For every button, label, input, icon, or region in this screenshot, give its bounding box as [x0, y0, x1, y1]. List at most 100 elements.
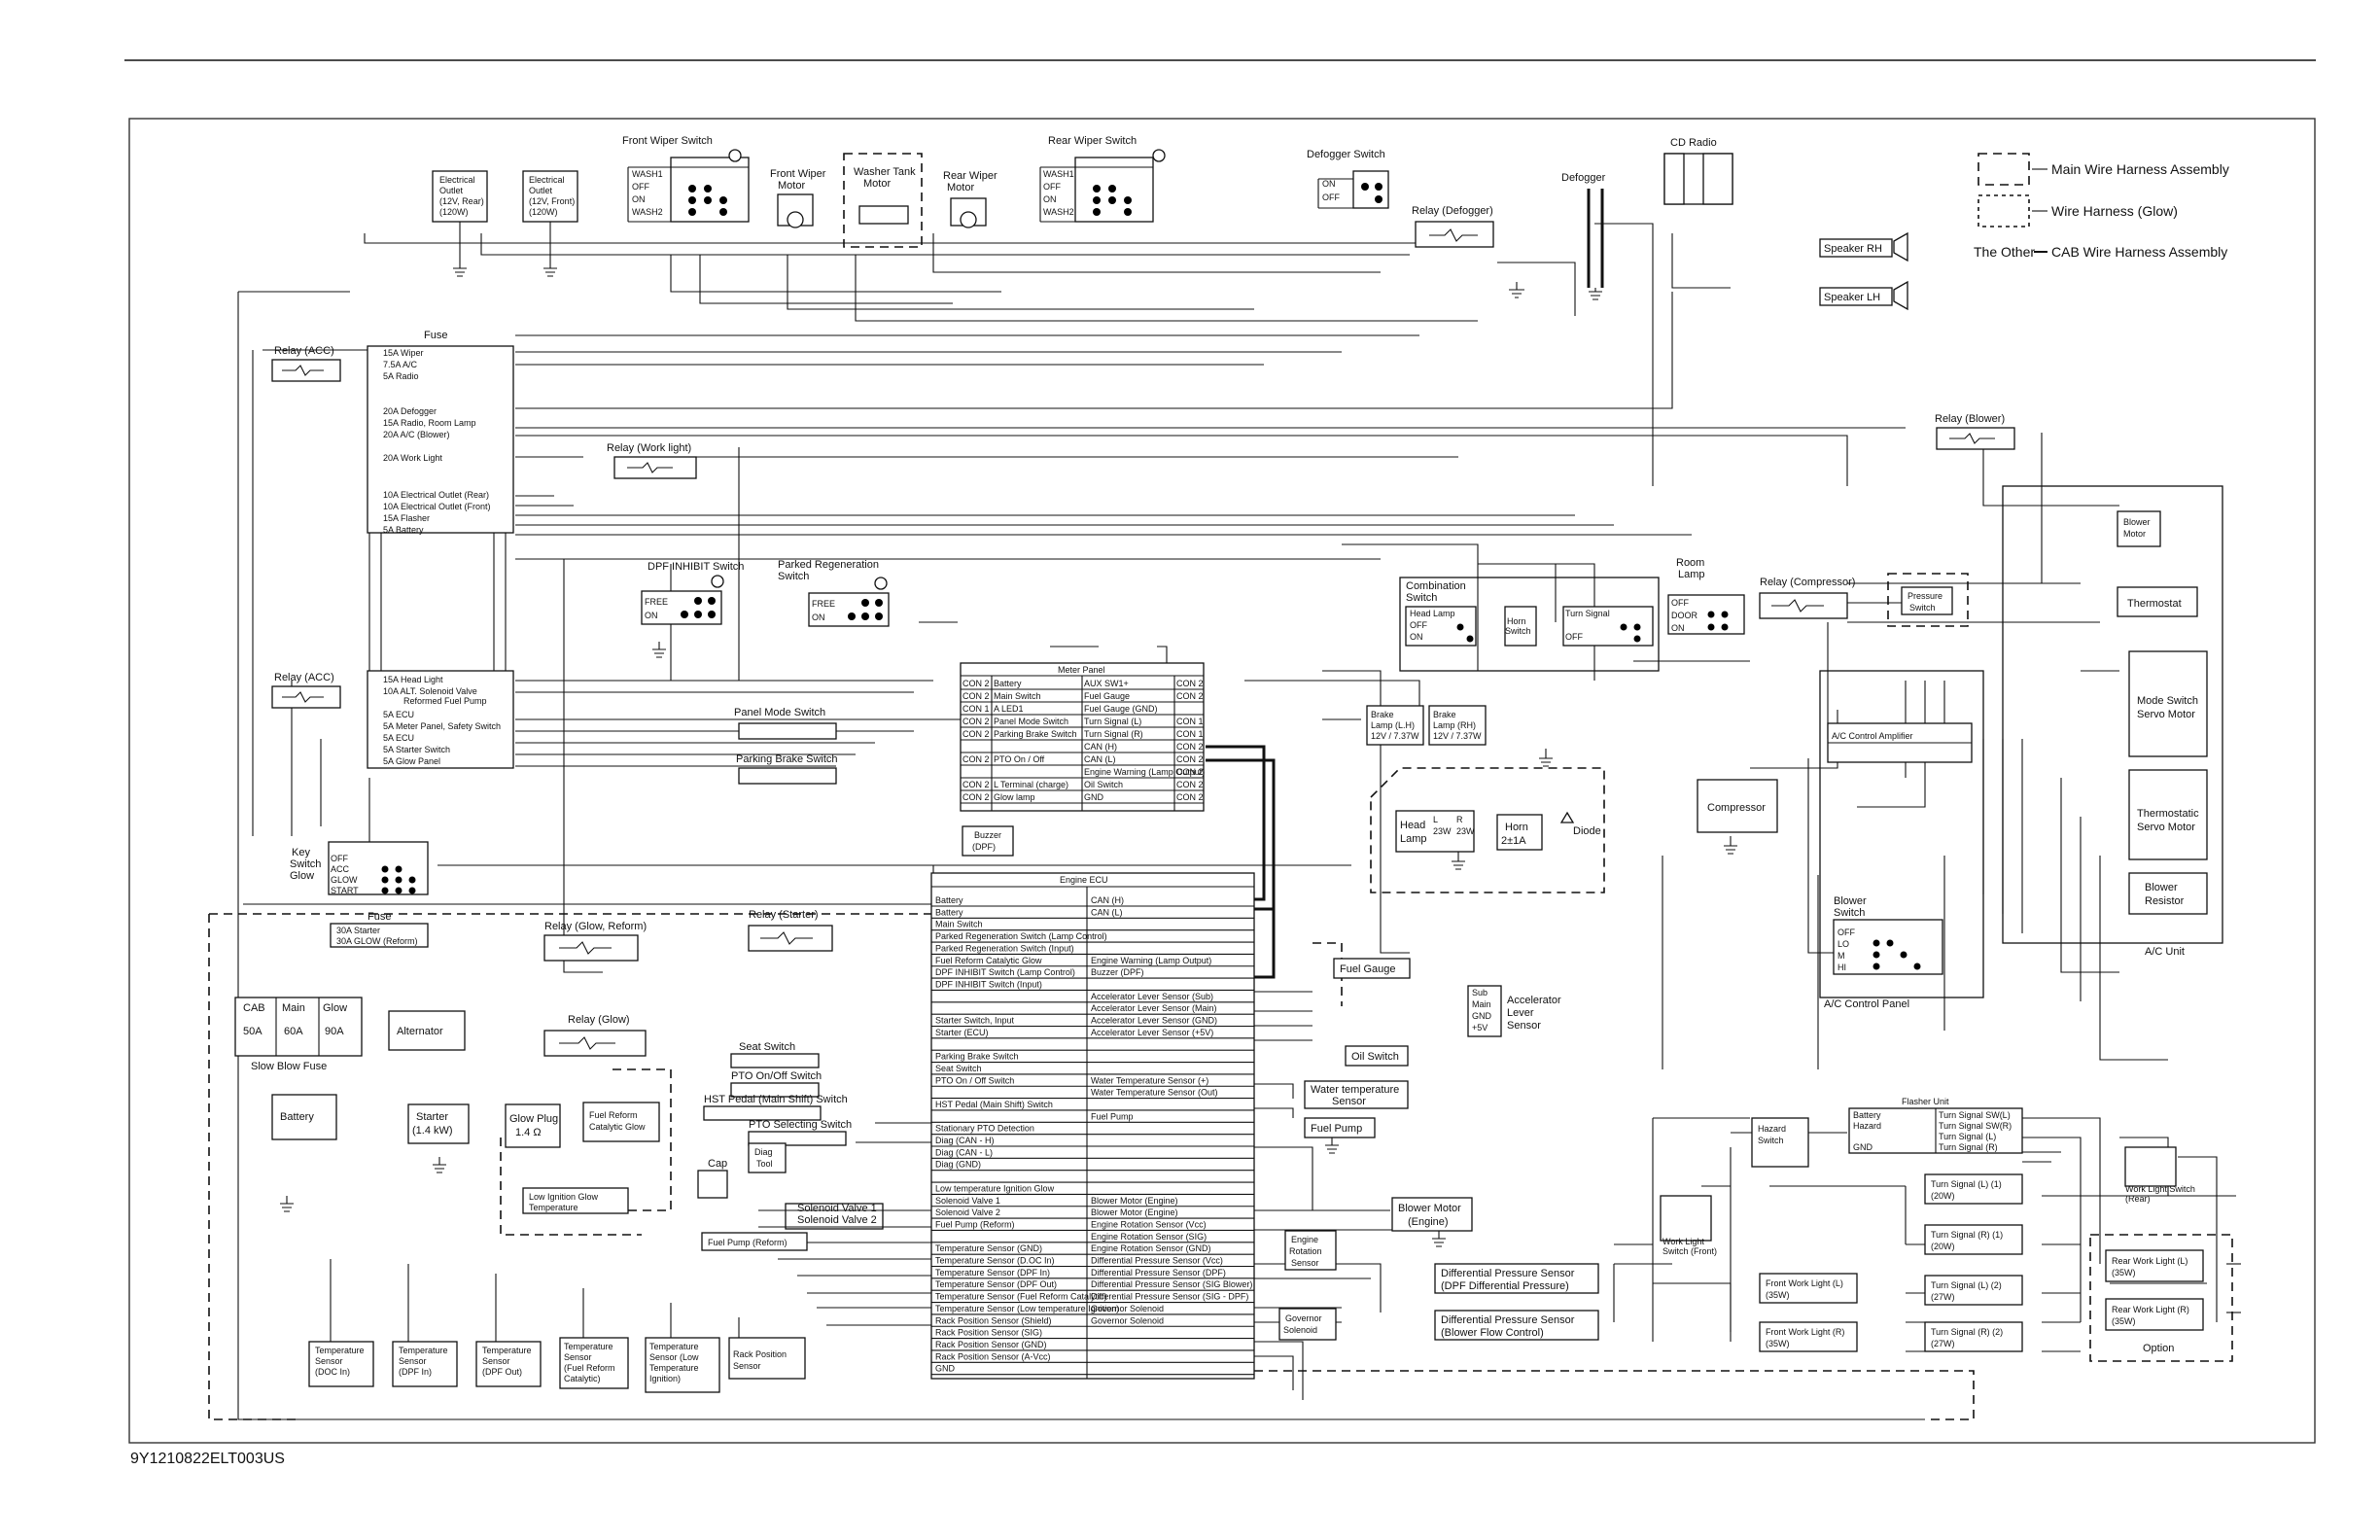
svg-text:Reformed Fuel Pump: Reformed Fuel Pump	[403, 696, 487, 706]
meter-panel-cell: CON 1	[1176, 729, 1204, 739]
accelerator-lever-sensor: Sub Main GND +5V Accelerator Lever Senso…	[1467, 985, 1561, 1037]
meter-panel-cell: CAN (L)	[1084, 754, 1116, 764]
room-lamp: Room Lamp OFF DOOR ON	[1667, 557, 1745, 635]
svg-text:Motor: Motor	[947, 182, 974, 193]
svg-text:Relay (Defogger): Relay (Defogger)	[1412, 205, 1493, 217]
front-wiper-motor: Front Wiper Motor	[770, 168, 826, 228]
washer-tank-motor: Washer Tank Motor	[843, 153, 923, 248]
svg-text:(35W): (35W)	[2112, 1268, 2136, 1278]
meter-panel-cell: CON 2	[962, 792, 990, 802]
svg-text:Parked Regeneration: Parked Regeneration	[778, 559, 879, 571]
svg-text:Relay (Starter): Relay (Starter)	[749, 909, 819, 921]
svg-text:(Blower Flow Control): (Blower Flow Control)	[1441, 1327, 1544, 1339]
head-lamp: Head Lamp L 23W R 23W	[1395, 810, 1475, 853]
svg-text:DPF INHIBIT Switch: DPF INHIBIT Switch	[648, 561, 744, 573]
meter-panel-cell: AUX SW1+	[1084, 679, 1129, 688]
svg-text:15A Wiper: 15A Wiper	[383, 348, 424, 358]
ecu-left-label: Starter (ECU)	[935, 1028, 989, 1037]
meter-panel-cell: CON 2	[1176, 767, 1204, 777]
svg-text:20A Defogger: 20A Defogger	[383, 406, 437, 416]
svg-text:Room: Room	[1676, 557, 1704, 569]
ecu-right-label: Water Temperature Sensor (Out)	[1091, 1088, 1218, 1098]
svg-text:WASH1: WASH1	[1043, 169, 1074, 179]
svg-text:Lamp (L.H): Lamp (L.H)	[1371, 720, 1415, 730]
differential-pressure-blower: Differential Pressure Sensor (Blower Flo…	[1434, 1310, 1599, 1341]
meter-panel-cell: CON 2	[1176, 742, 1204, 752]
meter-panel-cell: GND	[1084, 792, 1104, 802]
svg-text:ON: ON	[1410, 632, 1423, 642]
svg-text:7.5A A/C: 7.5A A/C	[383, 360, 418, 369]
svg-text:Temperature: Temperature	[564, 1342, 613, 1351]
svg-text:Front Work Light (R): Front Work Light (R)	[1766, 1327, 1844, 1337]
ecu-left-label: Parked Regeneration Switch (Input)	[935, 943, 1074, 953]
svg-text:Key: Key	[292, 847, 310, 858]
wire-layer	[237, 223, 2241, 1420]
svg-text:Sensor: Sensor	[1332, 1096, 1366, 1107]
svg-text:Slow Blow Fuse: Slow Blow Fuse	[251, 1061, 327, 1072]
svg-text:Brake: Brake	[1433, 710, 1456, 719]
svg-text:Seat Switch: Seat Switch	[739, 1041, 795, 1053]
svg-text:Hazard: Hazard	[1853, 1121, 1881, 1131]
ecu-left-label: Rack Position Sensor (Shield)	[935, 1315, 1052, 1325]
svg-text:Fuel Pump (Reform): Fuel Pump (Reform)	[708, 1238, 788, 1247]
governor-solenoid: Governor Solenoid	[1278, 1308, 1337, 1341]
buzzer-dpf: Buzzer (DPF)	[962, 825, 1014, 857]
svg-text:Catalytic): Catalytic)	[564, 1374, 601, 1383]
svg-text:Defogger: Defogger	[1561, 172, 1606, 184]
svg-text:START: START	[331, 886, 359, 895]
svg-text:M: M	[1838, 951, 1845, 961]
svg-text:OFF: OFF	[1565, 632, 1583, 642]
meter-panel-cell: Fuel Gauge	[1084, 691, 1130, 701]
seat-switch: Seat Switch	[730, 1041, 820, 1068]
blower-resistor: Blower Resistor	[2128, 872, 2208, 915]
meter-panel-cell: Glow lamp	[994, 792, 1035, 802]
svg-text:GND: GND	[1853, 1142, 1873, 1152]
svg-text:Main: Main	[282, 1002, 305, 1014]
alternator: Alternator	[388, 1010, 466, 1051]
svg-text:Turn Signal (L) (1): Turn Signal (L) (1)	[1931, 1179, 2002, 1189]
rear-wiper-switch: Rear Wiper Switch WASH1 OFF ON WASH2	[1039, 135, 1166, 223]
ecu-left-label: DPF INHIBIT Switch (Lamp Control)	[935, 967, 1075, 977]
meter-panel-cell: Fuel Gauge (GND)	[1084, 704, 1158, 714]
svg-text:Meter Panel: Meter Panel	[1058, 665, 1105, 675]
svg-text:60A: 60A	[284, 1026, 303, 1037]
ecu-left-label: Battery	[935, 895, 963, 905]
ecu-left-label: Rack Position Sensor (SIG)	[935, 1328, 1042, 1338]
svg-text:Motor: Motor	[2123, 529, 2146, 539]
svg-text:5A Glow Panel: 5A Glow Panel	[383, 756, 440, 766]
ecu-left-label: Fuel Pump (Reform)	[935, 1219, 1015, 1229]
ac-unit: A/C Unit	[2002, 485, 2223, 958]
svg-text:(12V, Rear): (12V, Rear)	[439, 196, 484, 206]
svg-text:(DPF Out): (DPF Out)	[482, 1367, 522, 1377]
defogger-switch: Defogger Switch ON OFF	[1307, 149, 1389, 209]
relay-acc-1: Relay (ACC)	[271, 345, 341, 382]
svg-text:Alternator: Alternator	[397, 1026, 443, 1037]
svg-text:5A ECU: 5A ECU	[383, 733, 414, 743]
doc-code: 9Y1210822ELT003US	[130, 1451, 285, 1467]
oil-switch: Oil Switch	[1345, 1045, 1409, 1067]
svg-text:Tool: Tool	[756, 1159, 773, 1169]
svg-text:WASH2: WASH2	[632, 207, 663, 217]
rear-wiper-motor: Rear Wiper Motor	[943, 170, 998, 228]
ecu-right-label: Differential Pressure Sensor (SIG - DPF)	[1091, 1292, 1248, 1302]
thermostat: Thermostat	[2117, 586, 2198, 617]
ecu-left-label: Main Switch	[935, 920, 983, 929]
svg-text:Sensor: Sensor	[733, 1361, 761, 1371]
svg-text:15A Radio, Room Lamp: 15A Radio, Room Lamp	[383, 418, 476, 428]
ecu-right-label: Engine Rotation Sensor (SIG)	[1091, 1232, 1207, 1242]
svg-text:Defogger Switch: Defogger Switch	[1307, 149, 1385, 160]
svg-text:ON: ON	[1671, 623, 1685, 633]
svg-text:OFF: OFF	[1671, 598, 1689, 608]
ecu-left-label: HST Pedal (Main Shift) Switch	[935, 1100, 1053, 1109]
meter-panel-cell: CON 2	[1176, 691, 1204, 701]
fuel-pump: Fuel Pump	[1304, 1117, 1376, 1138]
svg-text:Lamp: Lamp	[1678, 569, 1705, 580]
svg-text:Turn Signal SW(R): Turn Signal SW(R)	[1939, 1121, 2012, 1131]
svg-text:R: R	[1456, 815, 1463, 824]
ecu-right-label: Accelerator Lever Sensor (Sub)	[1091, 992, 1213, 1001]
svg-text:5A ECU: 5A ECU	[383, 710, 414, 719]
hst-pedal-switch: HST Pedal (Main Shift) Switch	[703, 1094, 848, 1121]
panel-mode-switch: Panel Mode Switch	[734, 707, 837, 740]
svg-text:PTO Selecting Switch: PTO Selecting Switch	[749, 1119, 852, 1131]
svg-text:FREE: FREE	[812, 599, 835, 609]
